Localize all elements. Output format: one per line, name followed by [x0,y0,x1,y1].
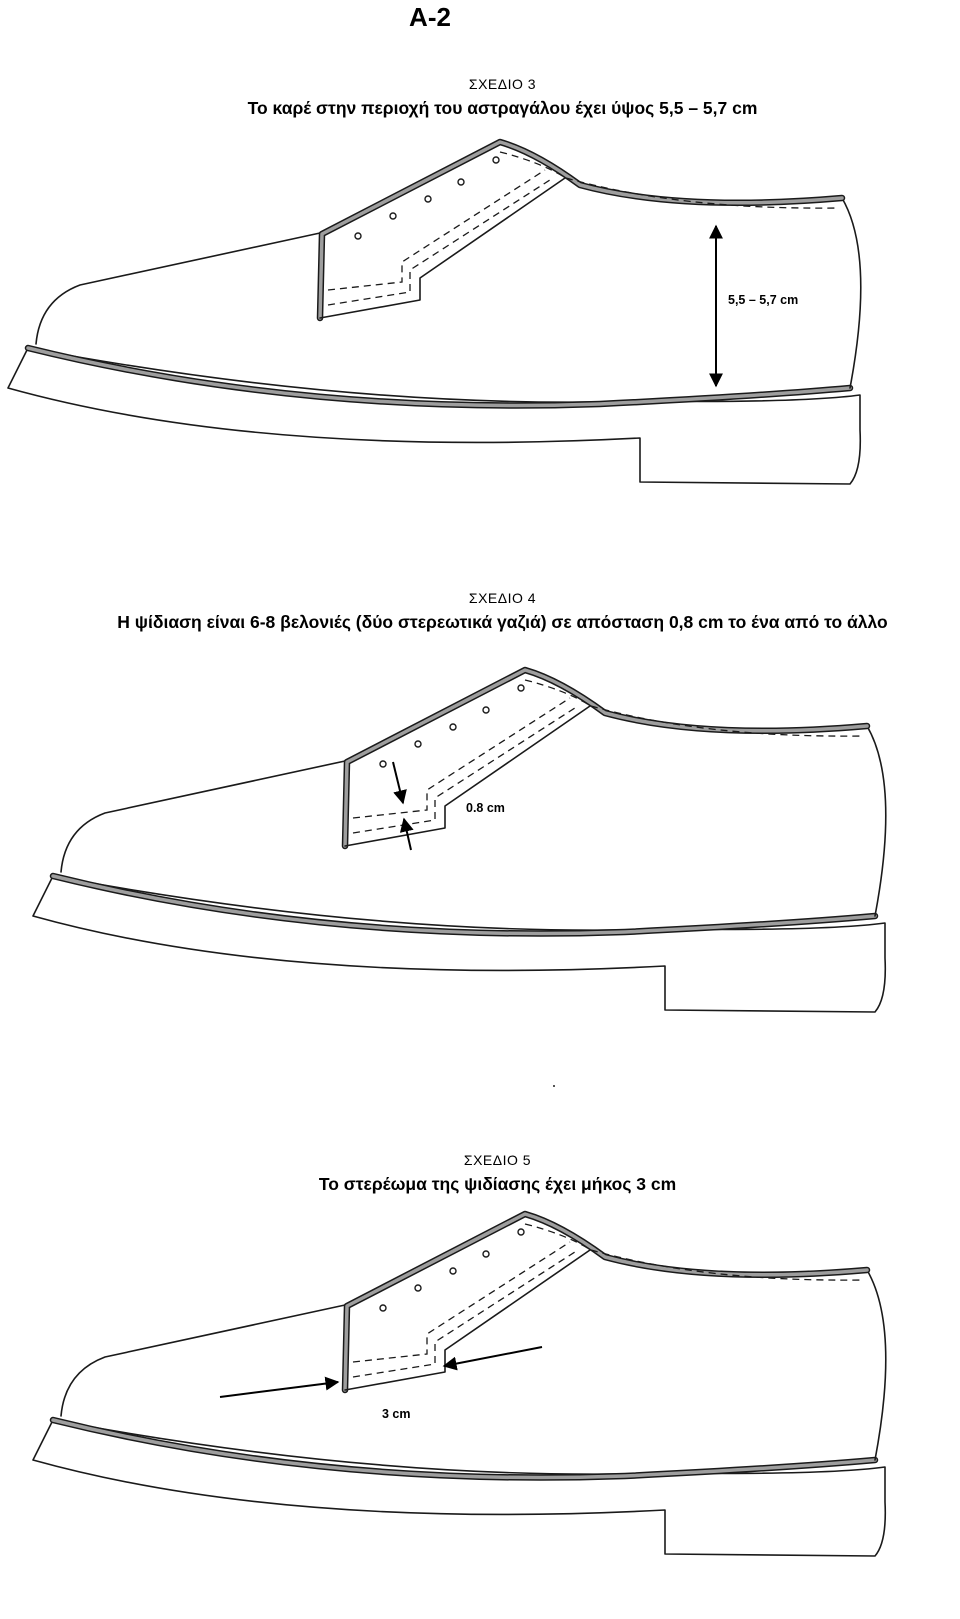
length-arrow-right [442,1346,543,1371]
figure-3-text: Το καρέ στην περιοχή του αστραγάλου έχει… [247,98,758,118]
shoe-diagram-5: 3 cm [0,1072,960,1582]
gap-arrow-top [392,761,407,805]
height-measurement: 5,5 – 5,7 cm [728,293,798,307]
figure-4-label: ΣΧΕΔΙΟ 4 [468,590,537,606]
page-title: A-2 [409,2,451,32]
shoe-diagram-3: 5,5 – 5,7 cm [0,0,960,520]
gap-arrow-bottom [399,817,414,851]
length-measurement: 3 cm [382,1407,411,1421]
figure-3-caption: ΣΧΕΔΙΟ 3 Το καρέ στην περιοχή του αστραγ… [0,76,960,119]
length-arrow-left [219,1376,340,1398]
shoe-diagram-4: 0.8 cm [0,528,960,1048]
figure-5-text: Το στερέωμα της ψιδίασης έχει μήκος 3 cm [318,1174,677,1194]
figure-5-caption: ΣΧΕΔΙΟ 5 Το στερέωμα της ψιδίασης έχει μ… [0,1152,960,1195]
figure-3-label: ΣΧΕΔΙΟ 3 [468,76,537,92]
stray-dot [553,1085,555,1087]
figure-5-label: ΣΧΕΔΙΟ 5 [463,1152,532,1168]
gap-measurement: 0.8 cm [466,801,505,815]
figure-4-text: Η ψίδιαση είναι 6-8 βελονιές (δύο στερεω… [117,612,888,632]
figure-4-caption: ΣΧΕΔΙΟ 4 Η ψίδιαση είναι 6-8 βελονιές (δ… [0,590,960,633]
